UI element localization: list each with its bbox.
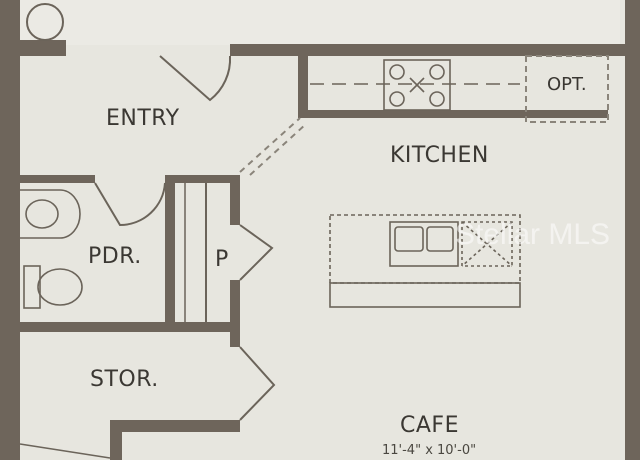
pantry-door-swing [239, 224, 274, 281]
pdr-door-swing [94, 182, 166, 227]
upper-fixture [26, 3, 64, 41]
stor-right-wall [230, 322, 240, 347]
top-left-stub-wall [14, 40, 66, 56]
stair-edge-line [19, 443, 111, 459]
stor-bottom-wall-post [110, 420, 122, 460]
pdr-bottom-wall [20, 322, 240, 332]
cafe-label: CAFE [400, 413, 459, 438]
pdr-label: PDR. [88, 244, 142, 269]
stor-door-swing [239, 346, 276, 421]
opt-label: OPT. [547, 74, 587, 95]
upper-room-area [20, 0, 620, 45]
kitchen-left-wall [298, 56, 308, 118]
entry-door-swing [159, 55, 232, 102]
kitchen-opening-dashed-2 [249, 123, 307, 176]
stor-label: STOR. [90, 367, 159, 392]
left-outer-wall [0, 0, 20, 460]
toilet-tank-icon [23, 265, 41, 309]
kitchen-back-wall [298, 110, 608, 118]
pantry-right-wall [230, 175, 240, 225]
stor-bottom-wall [110, 420, 240, 432]
powder-room-fixtures [20, 189, 83, 309]
sink-icon [25, 199, 59, 229]
opt-dashed-box [525, 55, 609, 123]
entry-label: ENTRY [106, 106, 180, 131]
cooktop [383, 59, 451, 111]
entry-bottom-wall-right [165, 175, 240, 183]
toilet-bowl-icon [37, 268, 83, 306]
upper-divider-wall [230, 44, 640, 56]
pdr-right-wall [165, 175, 175, 325]
entry-bottom-wall-left [20, 175, 95, 183]
cafe-dimension: 11'-4" x 10'-0" [382, 443, 476, 458]
kitchen-island [329, 214, 521, 308]
right-outer-wall [625, 0, 640, 460]
kitchen-label: KITCHEN [390, 143, 489, 168]
watermark: Stellar MLS [455, 218, 610, 251]
pantry-label: P [215, 247, 229, 272]
kitchen-opening-dashed [239, 117, 301, 173]
pantry-right-wall-lower [230, 280, 240, 325]
